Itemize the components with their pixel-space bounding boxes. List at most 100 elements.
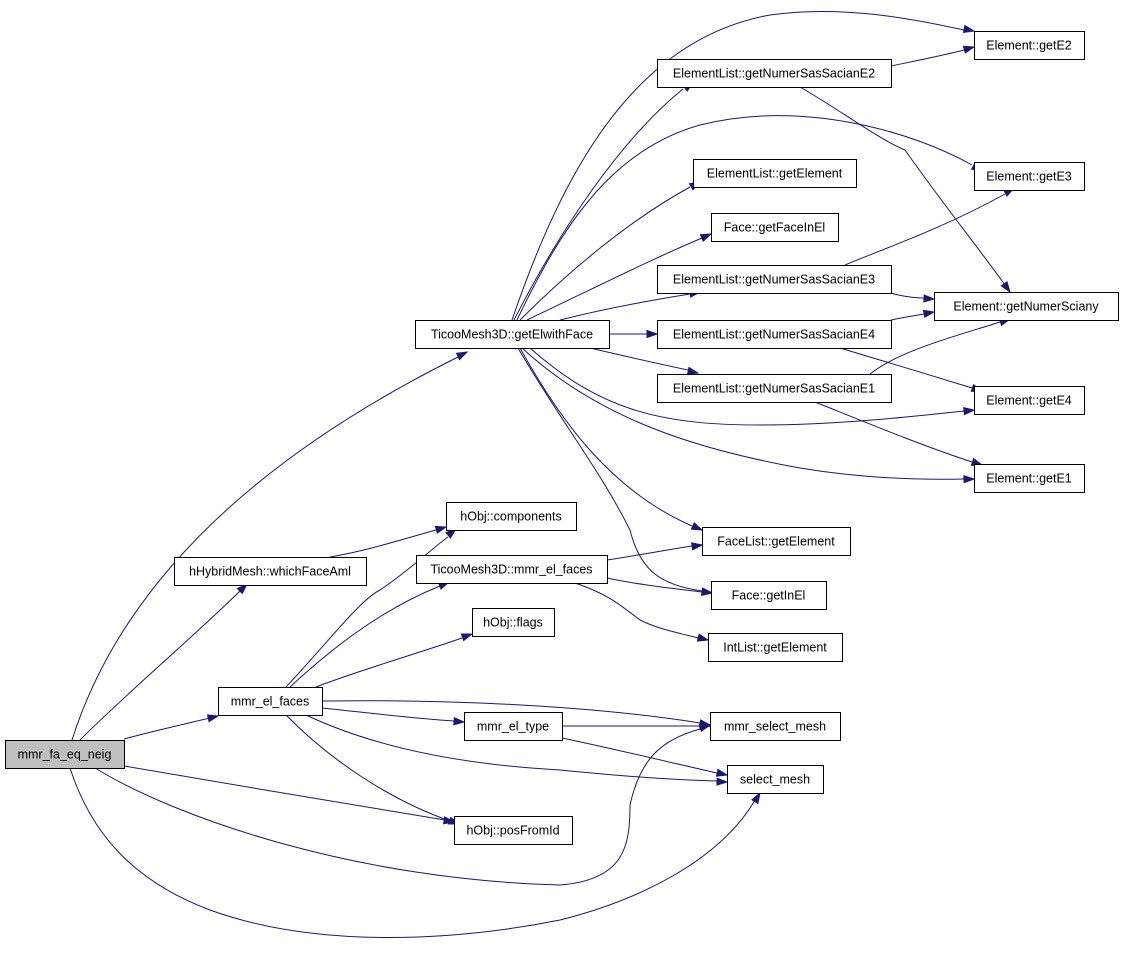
edge-line bbox=[869, 321, 1001, 375]
edge-line bbox=[71, 355, 461, 741]
node-mmrel[interactable]: mmr_el_faces bbox=[218, 687, 323, 716]
edge-arrowhead bbox=[716, 777, 729, 786]
edge-ns2-to-gns bbox=[799, 86, 1011, 294]
edge-arrowhead bbox=[206, 714, 220, 723]
edge-getel-to-ns1 bbox=[589, 347, 700, 375]
node-ilge[interactable]: IntList::getElement bbox=[708, 633, 843, 662]
edge-etype-to-sm bbox=[561, 737, 729, 777]
edge-tmf-to-ilge bbox=[574, 582, 710, 642]
node-e1[interactable]: Element::getE1 bbox=[974, 464, 1085, 493]
edge-line bbox=[123, 717, 211, 740]
node-tmf[interactable]: TicooMesh3D::mmr_el_faces bbox=[416, 555, 608, 584]
edge-arrowhead bbox=[715, 768, 729, 777]
edge-line bbox=[606, 577, 703, 593]
node-box bbox=[711, 581, 827, 610]
edge-line bbox=[574, 582, 699, 639]
node-sm[interactable]: select_mesh bbox=[727, 765, 824, 794]
edge-line bbox=[844, 193, 1006, 266]
node-label: mmr_fa_eq_neig bbox=[18, 748, 112, 762]
node-box bbox=[657, 320, 892, 349]
edge-line bbox=[799, 86, 1006, 286]
node-label: mmr_select_mesh bbox=[724, 720, 826, 734]
edge-mmrel-to-comp bbox=[285, 528, 458, 688]
edge-ns4-to-gns bbox=[890, 309, 936, 321]
node-label: ElementList::getNumerSasSacianE4 bbox=[673, 328, 875, 342]
edge-getel-to-e1 bbox=[521, 347, 976, 484]
node-box bbox=[218, 687, 323, 716]
node-box bbox=[693, 159, 857, 188]
edge-getel-to-flge bbox=[519, 347, 704, 531]
node-label: hObj::flags bbox=[483, 616, 543, 630]
edge-line bbox=[521, 347, 965, 480]
edge-line bbox=[315, 637, 463, 688]
edge-getel-to-ns3 bbox=[559, 289, 702, 321]
node-box bbox=[934, 292, 1119, 321]
edge-line bbox=[69, 767, 756, 938]
node-ns1[interactable]: ElementList::getNumerSasSacianE1 bbox=[657, 374, 892, 403]
edge-arrowhead bbox=[236, 582, 249, 595]
node-elge[interactable]: ElementList::getElement bbox=[693, 159, 857, 188]
node-label: Element::getNumerSciany bbox=[953, 300, 1099, 314]
node-comp[interactable]: hObj::components bbox=[446, 502, 577, 531]
edge-root-to-mmrel bbox=[123, 714, 220, 740]
node-root[interactable]: mmr_fa_eq_neig bbox=[5, 740, 125, 769]
node-e2[interactable]: Element::getE2 bbox=[974, 31, 1085, 60]
node-box bbox=[446, 502, 577, 531]
node-getel[interactable]: TicooMesh3D::getElwithFace bbox=[415, 320, 610, 349]
node-ffi[interactable]: Face::getFaceInEl bbox=[711, 213, 839, 242]
node-label: FaceList::getElement bbox=[717, 535, 835, 549]
edge-line bbox=[559, 293, 691, 321]
edge-arrowhead bbox=[963, 475, 976, 484]
edge-arrowhead bbox=[434, 525, 448, 534]
node-box bbox=[464, 712, 563, 741]
node-label: hObj::components bbox=[460, 510, 561, 524]
edge-line bbox=[511, 10, 965, 321]
edge-line bbox=[890, 292, 925, 299]
edge-line bbox=[289, 585, 441, 688]
node-which[interactable]: hHybridMesh::whichFaceAml bbox=[174, 557, 367, 586]
edge-line bbox=[839, 347, 973, 389]
node-flge[interactable]: FaceList::getElement bbox=[702, 527, 851, 556]
edge-arrowhead bbox=[923, 294, 936, 303]
node-box bbox=[710, 712, 841, 741]
edge-line bbox=[561, 737, 718, 774]
edge-getel-to-ffi bbox=[526, 233, 713, 321]
node-label: hObj::posFromId bbox=[466, 824, 559, 838]
edge-root-to-which bbox=[79, 582, 249, 741]
edge-arrowhead bbox=[701, 587, 714, 596]
node-flags[interactable]: hObj::flags bbox=[472, 608, 555, 637]
edge-mmrel-to-flags bbox=[315, 633, 474, 688]
node-ns2[interactable]: ElementList::getNumerSasSacianE2 bbox=[657, 59, 892, 88]
edge-line bbox=[123, 765, 446, 821]
edge-ns2-to-e2 bbox=[890, 45, 976, 67]
edge-line bbox=[814, 401, 973, 463]
node-label: ElementList::getNumerSasSacianE2 bbox=[673, 67, 875, 81]
edge-getel-to-ns4 bbox=[609, 329, 659, 339]
node-box bbox=[416, 555, 608, 584]
node-ns4[interactable]: ElementList::getNumerSasSacianE4 bbox=[657, 320, 892, 349]
edge-line bbox=[519, 186, 691, 321]
node-gns[interactable]: Element::getNumerSciany bbox=[934, 292, 1119, 321]
node-e3[interactable]: Element::getE3 bbox=[974, 162, 1085, 191]
node-label: Face::getInEl bbox=[732, 589, 806, 603]
edge-arrowhead bbox=[696, 633, 710, 642]
node-etype[interactable]: mmr_el_type bbox=[464, 712, 563, 741]
node-msm[interactable]: mmr_select_mesh bbox=[710, 712, 841, 741]
edge-arrowhead bbox=[691, 542, 704, 551]
edge-arrowhead bbox=[460, 633, 474, 642]
edge-arrowhead bbox=[699, 721, 712, 731]
edge-root-to-sm bbox=[69, 767, 761, 938]
edge-ns3-to-gns bbox=[890, 292, 936, 303]
node-pos[interactable]: hObj::posFromId bbox=[454, 816, 573, 845]
node-ns3[interactable]: ElementList::getNumerSasSacianE3 bbox=[657, 265, 892, 294]
node-label: Element::getE3 bbox=[986, 170, 1072, 184]
node-e4[interactable]: Element::getE4 bbox=[974, 386, 1085, 415]
edge-line bbox=[890, 49, 965, 67]
edge-arrowhead bbox=[690, 521, 704, 531]
node-box bbox=[657, 374, 892, 403]
node-finel[interactable]: Face::getInEl bbox=[711, 581, 827, 610]
node-label: TicooMesh3D::getElwithFace bbox=[431, 328, 593, 342]
node-box bbox=[727, 765, 824, 794]
node-label: Element::getE1 bbox=[986, 472, 1072, 486]
